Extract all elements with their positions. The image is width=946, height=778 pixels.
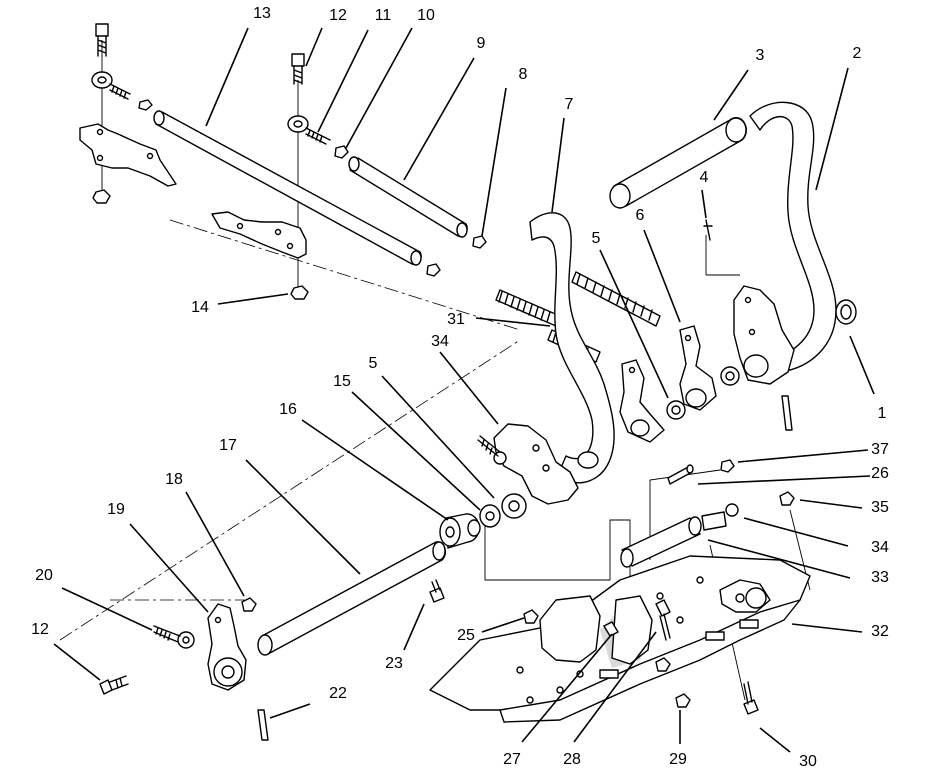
callout-30: 30 <box>799 753 817 770</box>
callout-3: 3 <box>756 47 765 64</box>
callout-8: 8 <box>519 66 528 83</box>
callout-16: 16 <box>279 401 297 418</box>
callout-31: 31 <box>447 311 465 328</box>
callout-12-bottom: 12 <box>31 621 49 638</box>
callout-7: 7 <box>565 96 574 113</box>
callout-4: 4 <box>700 169 709 186</box>
callout-11: 11 <box>375 7 392 24</box>
callout-28: 28 <box>563 751 581 768</box>
callout-20: 20 <box>35 567 53 584</box>
callout-32: 32 <box>871 623 889 640</box>
bracket-34 <box>439 423 579 549</box>
callout-37: 37 <box>871 441 889 458</box>
alignment-lines <box>59 40 811 701</box>
callout-5-upper: 5 <box>592 230 601 247</box>
callout-13: 13 <box>253 5 271 22</box>
long-rod-13 <box>153 110 441 277</box>
callout-2: 2 <box>853 45 862 62</box>
leader-lines <box>53 27 875 753</box>
callout-34-upper: 34 <box>431 333 449 350</box>
callout-25: 25 <box>457 627 475 644</box>
callout-33: 33 <box>871 569 889 586</box>
center-rod-end-assembly <box>211 53 349 300</box>
rod-26-33 <box>620 464 795 568</box>
callout-5-lower: 5 <box>369 355 378 372</box>
shaft-17 <box>257 541 447 656</box>
callout-1: 1 <box>878 405 887 422</box>
base-plate-32 <box>429 555 811 723</box>
callout-22: 22 <box>329 685 347 702</box>
callout-17: 17 <box>219 437 237 454</box>
callout-34-lower: 34 <box>871 539 889 556</box>
callout-29: 29 <box>669 751 687 768</box>
callout-9: 9 <box>477 35 486 52</box>
callout-labels: 13 12 11 10 9 8 7 3 2 4 6 5 1 31 34 5 15… <box>31 5 889 770</box>
callout-12-top: 12 <box>329 7 347 24</box>
callout-15: 15 <box>333 373 351 390</box>
callout-35: 35 <box>871 499 889 516</box>
callout-19: 19 <box>107 501 125 518</box>
rod-9 <box>348 156 487 249</box>
left-rod-end-assembly <box>79 23 177 204</box>
callout-10: 10 <box>417 7 435 24</box>
pedal-2-and-tube-3 <box>609 101 857 431</box>
lower-lever-assembly <box>99 579 445 741</box>
callout-18: 18 <box>165 471 183 488</box>
callout-6: 6 <box>636 207 645 224</box>
callout-23: 23 <box>385 655 403 672</box>
callout-14: 14 <box>191 299 209 316</box>
callout-27: 27 <box>503 751 521 768</box>
pedal-7 <box>529 212 665 484</box>
arm-6 <box>666 325 740 473</box>
callout-26: 26 <box>871 465 889 482</box>
